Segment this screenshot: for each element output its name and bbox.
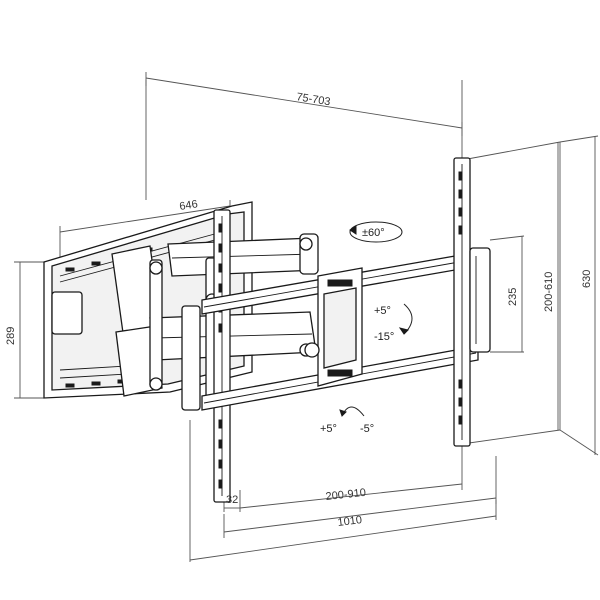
tilt-down-label: -15°	[374, 331, 394, 343]
left-tv-bracket	[181, 209, 231, 503]
dim-top-depth: 75-703	[296, 91, 332, 108]
dim-wall-plate-width: 646	[179, 198, 199, 213]
level-minus-label: -5°	[360, 423, 374, 435]
right-tv-bracket	[453, 157, 491, 447]
swivel-label: ±60°	[362, 227, 385, 239]
tilt-up-label: +5°	[374, 305, 391, 317]
level-plus-label: +5°	[320, 423, 337, 435]
dim-tv-pattern-height: 200-610	[543, 272, 555, 312]
center-tilt-plate	[304, 267, 363, 387]
dim-edge-offset: 32	[226, 494, 238, 506]
dim-wall-plate-height: 289	[5, 327, 17, 345]
dimension-lines	[14, 72, 599, 562]
dim-tv-pattern-width: 200-910	[325, 487, 366, 503]
dim-arm-bracket: 235	[507, 288, 519, 306]
dim-overall-height: 630	[581, 270, 593, 288]
rotation-arrows	[339, 221, 413, 417]
dim-overall-width: 1010	[337, 514, 363, 529]
